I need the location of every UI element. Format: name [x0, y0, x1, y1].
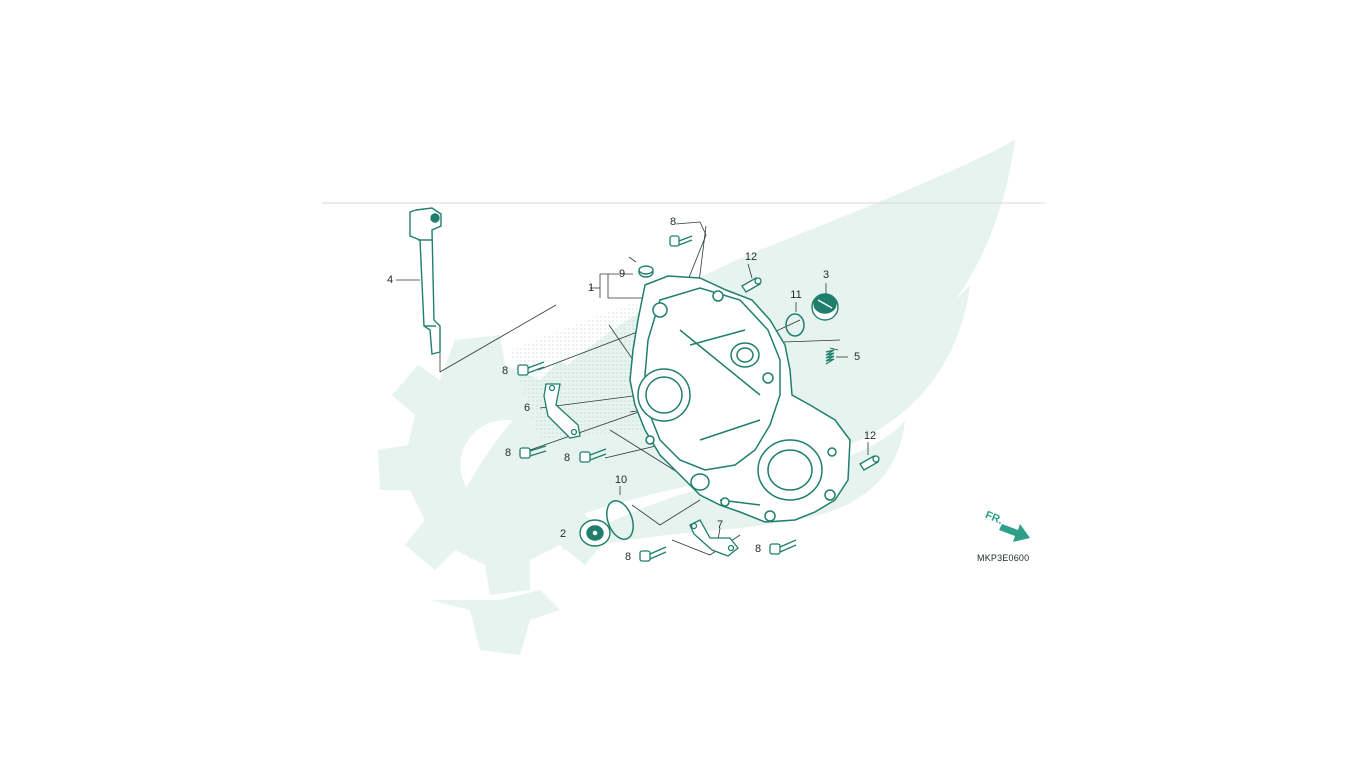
- callout-5: 5: [853, 351, 861, 363]
- callout-12-lower: 12: [863, 430, 877, 442]
- front-arrow-icon: [999, 524, 1030, 542]
- callout-8-bottom-left: 8: [624, 551, 632, 563]
- part-o-ring-small: [785, 313, 805, 337]
- part-shaft: [409, 207, 442, 355]
- part-dowel-lower: [859, 455, 880, 471]
- callout-8-left-lower: 8: [504, 447, 512, 459]
- callout-3: 3: [822, 269, 830, 281]
- bolts: [517, 235, 797, 562]
- part-cap-plug: [579, 519, 611, 547]
- bolt-left-3: [579, 448, 607, 463]
- bolt-left-1: [517, 361, 545, 376]
- callout-11: 11: [790, 289, 802, 301]
- watermark-gear-lower: [430, 590, 560, 655]
- bolt-bottom-1: [639, 546, 667, 562]
- callout-2: 2: [559, 528, 567, 540]
- part-seal: [638, 265, 654, 278]
- part-spring: [825, 349, 835, 365]
- callout-9: 9: [618, 268, 626, 280]
- bolt-left-2: [519, 445, 547, 459]
- callout-8-top: 8: [669, 216, 677, 228]
- callout-8-left-upper: 8: [501, 365, 509, 377]
- callout-8-middle: 8: [563, 452, 571, 464]
- part-case-cover: [629, 275, 851, 523]
- callout-7: 7: [716, 519, 724, 531]
- part-o-ring-large: [606, 500, 634, 540]
- bolt-bottom-2: [769, 539, 797, 555]
- part-bracket-upper: [543, 383, 581, 439]
- part-filler-cap: [811, 293, 839, 321]
- callout-4: 4: [386, 274, 394, 286]
- diagram-code: MKP3E0600: [977, 553, 1030, 563]
- callout-10: 10: [614, 474, 628, 486]
- bolt-top: [669, 235, 693, 247]
- callout-12-upper: 12: [744, 251, 758, 263]
- callout-8-bottom-right: 8: [754, 543, 762, 555]
- callout-1: 1: [587, 282, 595, 294]
- part-bracket-lower: [689, 519, 739, 557]
- callout-6: 6: [523, 402, 531, 414]
- part-dowel-upper: [741, 277, 762, 293]
